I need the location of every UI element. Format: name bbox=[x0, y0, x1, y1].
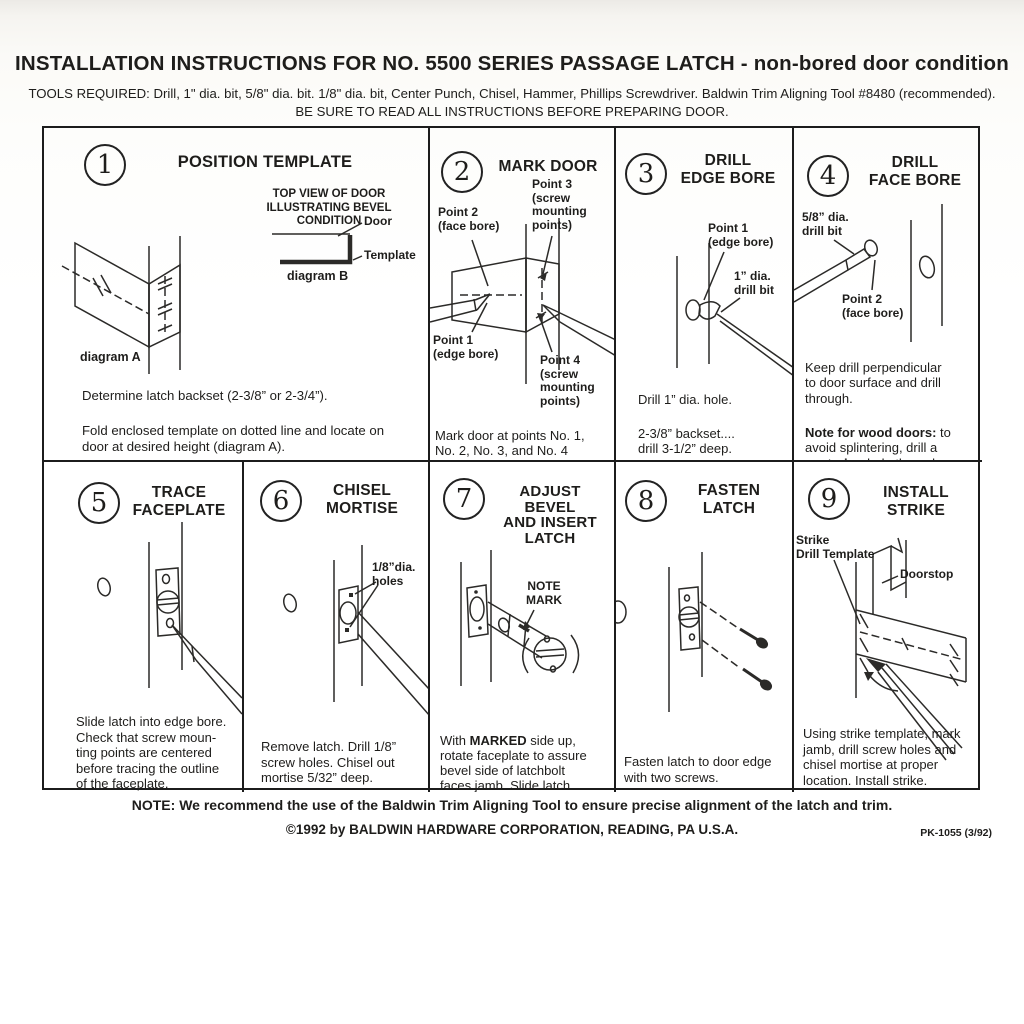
point-2-label: Point 2 (face bore) bbox=[438, 205, 500, 233]
step-number: 8 bbox=[625, 480, 667, 522]
point-3-label: Point 3 (screw mounting points) bbox=[532, 177, 587, 232]
panel-4-diagram bbox=[794, 204, 943, 342]
panel-4-title: DRILL FACE BORE bbox=[868, 154, 962, 189]
panel-1-instructions: Determine latch backset (2-3/8” or 2-3/4… bbox=[82, 372, 418, 460]
step-number: 2 bbox=[441, 151, 483, 193]
step-number: 7 bbox=[443, 478, 485, 520]
panel-2-text-end: for drilling. bbox=[543, 459, 607, 461]
panel-2-mark-door: 2 MARK DOOR Point 2 (face bore) Point 3 … bbox=[428, 128, 614, 460]
step-number: 3 bbox=[625, 153, 667, 195]
panel-9-install-strike: 9 INSTALL STRIKE Strike Drill Template D… bbox=[792, 460, 982, 792]
template-label: Template bbox=[364, 248, 416, 262]
footer-note: NOTE: We recommend the use of the Baldwi… bbox=[131, 797, 893, 813]
panel-1-line-2: Fold enclosed template on dotted line an… bbox=[82, 423, 385, 454]
panel-grid: 1 POSITION TEMPLATE TOP VIEW OF DOOR ILL… bbox=[42, 126, 982, 792]
top-view-caption: TOP VIEW OF DOOR ILLUSTRATING BEVEL COND… bbox=[266, 188, 392, 227]
diagram-b-caption: diagram B bbox=[287, 269, 349, 283]
panel-6-instructions: Remove latch. Drill 1/8” screw holes. Ch… bbox=[261, 739, 397, 785]
copyright-line: ©1992 by BALDWIN HARDWARE CORPORATION, R… bbox=[285, 822, 739, 837]
panel-2-diagram bbox=[430, 218, 614, 384]
panel-4-note-bold: Note for wood doors: bbox=[805, 424, 937, 440]
panel-6-diagram bbox=[283, 545, 428, 715]
read-instructions-line: BE SURE TO READ ALL INSTRUCTIONS BEFORE … bbox=[295, 104, 729, 119]
step-number: 1 bbox=[84, 144, 126, 186]
panel-6-chisel-mortise: 6 CHISEL MORTISE 1/8”dia. holes Remove l… bbox=[242, 460, 428, 792]
panel-7-title: ADJUST BEVEL AND INSERT LATCH bbox=[503, 483, 597, 547]
step-number: 9 bbox=[808, 478, 850, 520]
drill-bit-label: 1” dia. drill bit bbox=[734, 269, 774, 297]
panel-2-text-bold: and center punch bbox=[435, 459, 543, 461]
panel-7-diagram bbox=[460, 550, 580, 686]
panel-6-title: CHISEL MORTISE bbox=[325, 482, 398, 517]
panel-3-line-1: Drill 1” dia. hole. bbox=[638, 391, 732, 407]
panel-8-title: FASTEN LATCH bbox=[697, 482, 761, 517]
panel-3-line-2: 2-3/8” backset.... drill 3-1/2” deep. bbox=[638, 425, 735, 457]
panel-4-line-1: Keep drill perpendicular to door surface… bbox=[805, 359, 942, 406]
point-1-label: Point 1 (edge bore) bbox=[708, 221, 774, 249]
panel-1-line-1: Determine latch backset (2-3/8” or 2-3/4… bbox=[82, 388, 328, 403]
panel-7-instructions: With MARKED side up, rotate faceplate to… bbox=[440, 718, 610, 792]
panel-9-title: INSTALL STRIKE bbox=[883, 484, 949, 519]
door-label: Door bbox=[364, 214, 392, 228]
part-number: PK-1055 (3/92) bbox=[920, 827, 992, 839]
screw-holes-label: 1/8”dia. holes bbox=[372, 560, 416, 588]
panel-5-title: TRACE FACEPLATE bbox=[132, 484, 226, 519]
panel-3-diagram bbox=[676, 243, 792, 376]
panel-7-text-end: side up, rotate faceplate to assure beve… bbox=[440, 733, 587, 792]
panel-3-drill-edge-bore: 3 DRILL EDGE BORE Point 1 (edge bore) 1”… bbox=[614, 128, 792, 460]
tools-required-line: TOOLS REQUIRED: Drill, 1" dia. bit, 5/8"… bbox=[28, 86, 996, 101]
panel-4-note-end: hole through the door, then drill face b… bbox=[805, 456, 939, 461]
panel-9-diagram bbox=[833, 537, 967, 761]
diagram-a-caption: diagram A bbox=[80, 350, 141, 364]
note-mark-label: NOTE MARK bbox=[526, 579, 562, 607]
panel-5-diagram bbox=[97, 522, 242, 715]
panel-4-note-text: to avoid splintering, drill a bbox=[805, 424, 951, 456]
panel-2-instructions: Mark door at points No. 1, No. 2, No. 3,… bbox=[435, 412, 611, 461]
point-4-label: Point 4 (screw mounting points) bbox=[540, 353, 595, 408]
panel-7-marked-bold: MARKED bbox=[469, 733, 527, 748]
panel-4-drill-face-bore: 4 DRILL FACE BORE 5/8” dia. drill bit Po… bbox=[792, 128, 982, 460]
panel-2-text: Mark door at points No. 1, No. 2, No. 3,… bbox=[435, 427, 585, 459]
panel-3-instructions: Drill 1” dia. hole. 2-3/8” backset.... d… bbox=[638, 376, 788, 460]
panel-1-diagram bbox=[61, 222, 363, 374]
panel-5-instructions: Slide latch into edge bore. Check that s… bbox=[76, 714, 227, 791]
panel-9-instructions: Using strike template, mark jamb, drill … bbox=[803, 726, 961, 788]
page-title: INSTALLATION INSTRUCTIONS FOR NO. 5500 S… bbox=[15, 52, 1009, 75]
point-2-label: Point 2 (face bore) bbox=[842, 292, 904, 320]
step-number: 5 bbox=[78, 482, 120, 524]
panel-1-position-template: 1 POSITION TEMPLATE TOP VIEW OF DOOR ILL… bbox=[44, 128, 428, 460]
step-number: 6 bbox=[260, 480, 302, 522]
panel-3-title: DRILL EDGE BORE bbox=[680, 152, 776, 187]
strike-template-label: Strike Drill Template bbox=[796, 533, 875, 561]
point-1-label: Point 1 (edge bore) bbox=[433, 333, 499, 361]
panel-8-diagram bbox=[616, 552, 773, 712]
panel-7-adjust-bevel: 7 ADJUST BEVEL AND INSERT LATCH NOTE MAR… bbox=[428, 460, 614, 792]
panel-8-fasten-latch: 8 FASTEN LATCH Fasten latch to door edge… bbox=[614, 460, 792, 792]
panel-2-title: MARK DOOR bbox=[498, 158, 598, 175]
panel-4-instructions: Keep drill perpendicular to door surface… bbox=[805, 344, 977, 461]
panel-8-instructions: Fasten latch to door edge with two screw… bbox=[624, 754, 772, 785]
drill-bit-label: 5/8” dia. drill bit bbox=[802, 210, 849, 238]
panel-7-text: With bbox=[440, 733, 470, 748]
doorstop-label: Doorstop bbox=[900, 567, 954, 581]
panel-5-trace-faceplate: 5 TRACE FACEPLATE Slide latch into edge … bbox=[44, 460, 242, 792]
panel-4-centering-bold: centering bbox=[805, 456, 864, 461]
panel-1-title: POSITION TEMPLATE bbox=[177, 153, 353, 171]
step-number: 4 bbox=[807, 155, 849, 197]
